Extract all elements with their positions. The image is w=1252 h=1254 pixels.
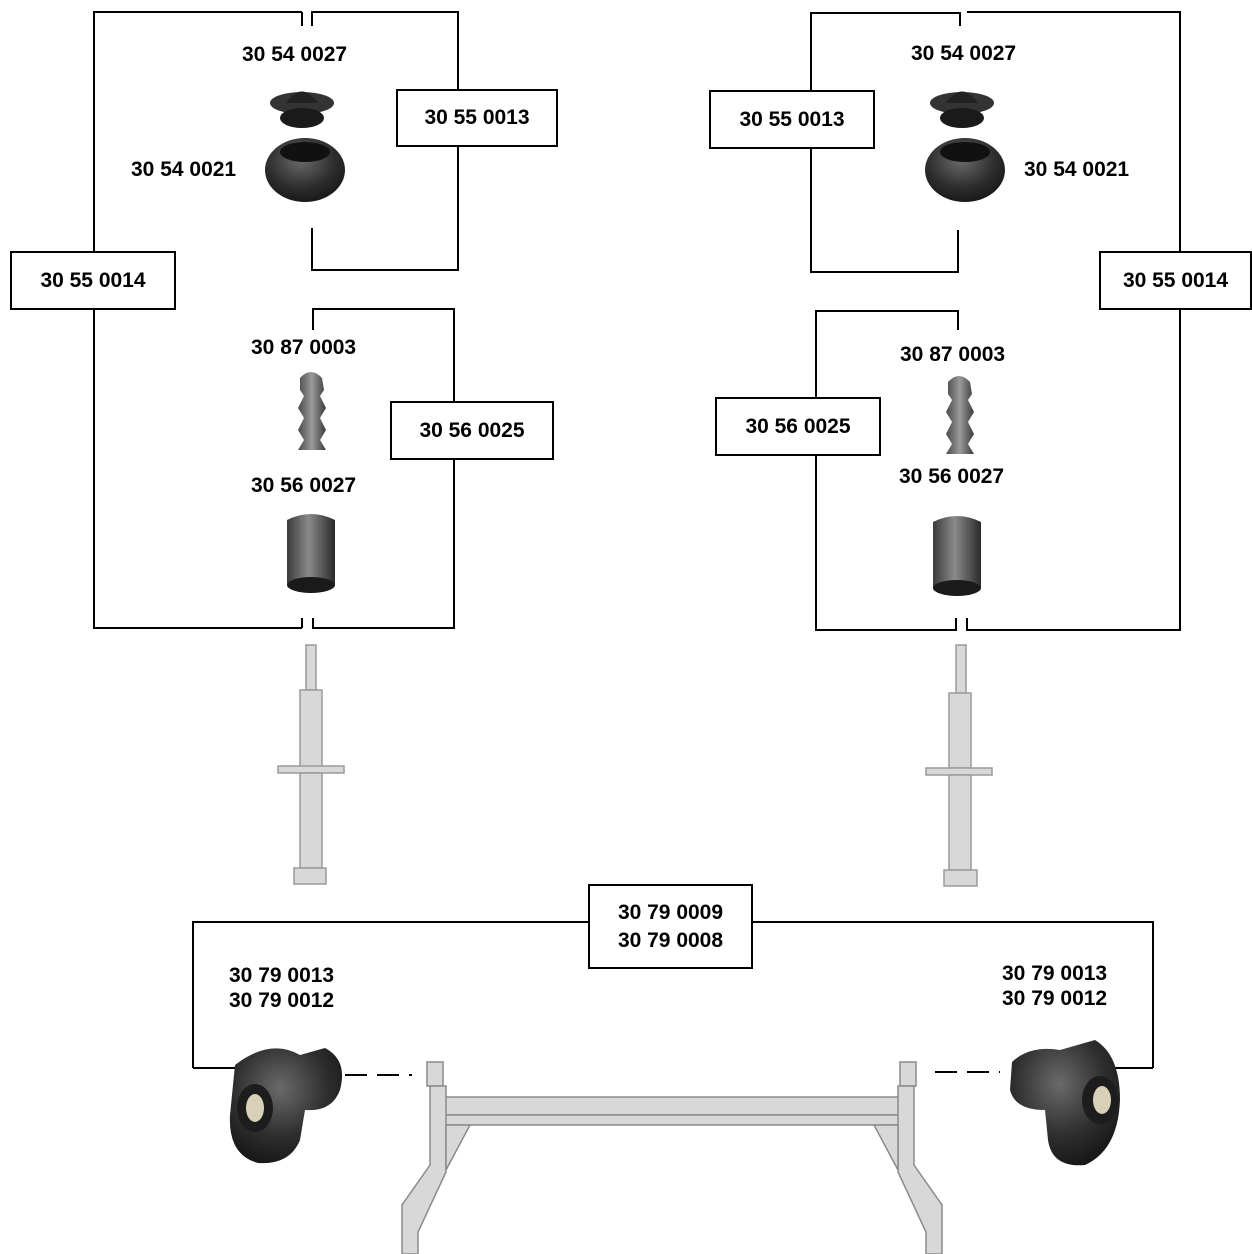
left-top-cap-label: 30 54 0027	[242, 43, 348, 66]
left-axle-bush-label: 30 79 0013 30 79 0012	[229, 963, 334, 1013]
right-axle-bush-number-2: 30 79 0012	[1002, 987, 1108, 1011]
right-dust-boot-image	[933, 516, 981, 596]
right-strut-kit-box: 30 55 0014	[1099, 251, 1252, 310]
left-bump-stop-label: 30 87 0003	[251, 336, 357, 359]
left-top-cap-image	[270, 91, 334, 128]
left-top-mount-kit-box: 30 55 0013	[396, 89, 558, 147]
right-axle-bush-image	[1010, 1040, 1120, 1166]
left-axle-bush-image	[229, 1048, 343, 1164]
left-boot-kit-box: 30 56 0025	[390, 401, 554, 460]
left-dust-boot-label: 30 56 0027	[251, 474, 357, 497]
right-bump-stop-label: 30 87 0003	[900, 343, 1006, 366]
right-axle-bush-label: 30 79 0013 30 79 0012	[1002, 961, 1107, 1011]
left-axle-bush-number-2: 30 79 0012	[229, 989, 335, 1013]
left-shock-absorber	[277, 644, 345, 885]
axle-kit-number-2: 30 79 0008	[617, 928, 724, 952]
right-top-mount-kit-box: 30 55 0013	[709, 90, 875, 149]
right-top-mount-image	[925, 138, 1005, 202]
right-axle-bush-number-1: 30 79 0013	[1002, 962, 1108, 985]
left-top-mount-image	[265, 138, 345, 202]
right-boot-kit-box: 30 56 0025	[715, 397, 881, 456]
right-top-cap-label: 30 54 0027	[911, 42, 1017, 65]
left-strut-kit-number: 30 55 0014	[40, 268, 146, 292]
right-bump-stop-image	[946, 376, 974, 454]
right-boot-kit-number: 30 56 0025	[745, 414, 851, 438]
left-top-mount-label: 30 54 0021	[131, 158, 237, 181]
right-shock-absorber	[925, 644, 993, 887]
right-dust-boot-label: 30 56 0027	[899, 465, 1005, 488]
left-boot-kit-number: 30 56 0025	[419, 418, 525, 442]
left-axle-bush-number-1: 30 79 0013	[229, 964, 335, 987]
rear-axle-beam	[401, 1061, 943, 1254]
axle-kit-number-1: 30 79 0009	[617, 901, 724, 925]
left-bump-stop-image	[298, 372, 326, 450]
axle-kit-box: 30 79 0009 30 79 0008	[588, 884, 753, 969]
left-top-mount-kit-number: 30 55 0013	[424, 106, 530, 130]
left-dust-boot-image	[287, 514, 335, 593]
right-top-mount-kit-number: 30 55 0013	[739, 107, 845, 131]
right-top-cap-image	[930, 91, 994, 128]
right-top-mount-label: 30 54 0021	[1024, 158, 1130, 181]
right-strut-kit-number: 30 55 0014	[1122, 268, 1229, 292]
left-strut-kit-box: 30 55 0014	[10, 251, 176, 310]
